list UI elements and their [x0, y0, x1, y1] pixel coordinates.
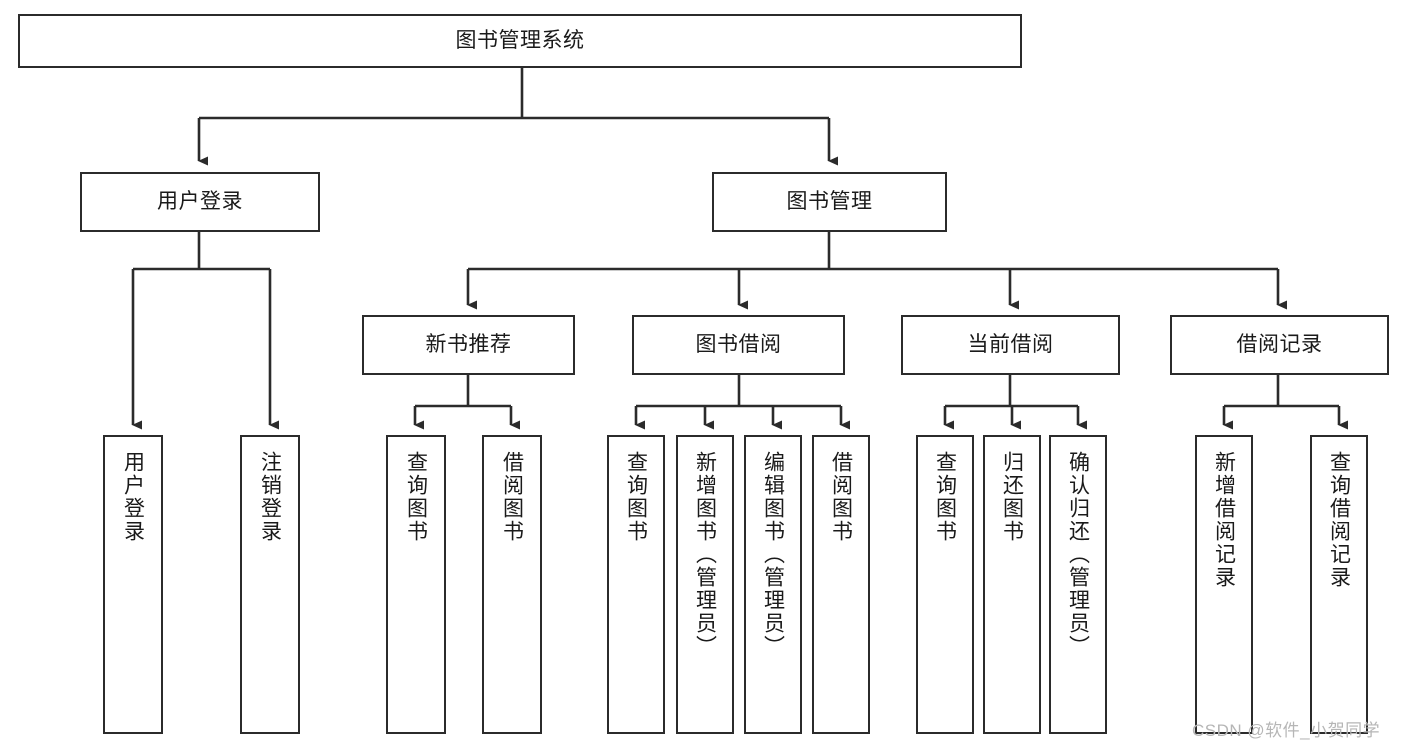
node-leaf-query-borrow-record-label: 查询借阅记录 [1327, 451, 1351, 589]
node-new-book-recommend-label: 新书推荐 [425, 332, 512, 356]
node-book-management[interactable]: 图书管理 [712, 172, 947, 232]
node-new-book-recommend[interactable]: 新书推荐 [362, 315, 575, 375]
node-leaf-query-book-newbook-label: 查询图书 [404, 451, 428, 543]
node-book-management-label: 图书管理 [786, 189, 873, 213]
node-book-borrow-label: 图书借阅 [695, 332, 782, 356]
node-root-label: 图书管理系统 [455, 28, 585, 52]
node-borrow-records[interactable]: 借阅记录 [1170, 315, 1389, 375]
node-leaf-query-borrow-record[interactable]: 查询借阅记录 [1310, 435, 1368, 734]
node-leaf-borrow-book-newbook[interactable]: 借阅图书 [482, 435, 542, 734]
node-leaf-add-book-admin[interactable]: 新增图书（管理员） [676, 435, 734, 734]
node-book-borrow[interactable]: 图书借阅 [632, 315, 845, 375]
node-leaf-logout[interactable]: 注销登录 [240, 435, 300, 734]
node-leaf-borrow-book-newbook-label: 借阅图书 [500, 451, 524, 543]
node-root-book-management-system[interactable]: 图书管理系统 [18, 14, 1022, 68]
node-leaf-add-book-admin-label: 新增图书（管理员） [693, 451, 717, 658]
node-leaf-return-book[interactable]: 归还图书 [983, 435, 1041, 734]
node-leaf-query-book-newbook[interactable]: 查询图书 [386, 435, 446, 734]
node-leaf-borrow-book[interactable]: 借阅图书 [812, 435, 870, 734]
node-leaf-edit-book-admin[interactable]: 编辑图书（管理员） [744, 435, 802, 734]
node-leaf-query-book-borrow[interactable]: 查询图书 [607, 435, 665, 734]
node-leaf-borrow-book-label: 借阅图书 [829, 451, 853, 543]
node-leaf-query-book-borrow-label: 查询图书 [624, 451, 648, 543]
node-leaf-confirm-return-admin-label: 确认归还（管理员） [1066, 451, 1090, 658]
node-user-login-label: 用户登录 [157, 189, 243, 213]
node-leaf-edit-book-admin-label: 编辑图书（管理员） [761, 451, 785, 658]
node-leaf-logout-label: 注销登录 [258, 451, 282, 543]
node-user-login[interactable]: 用户登录 [80, 172, 320, 232]
node-leaf-add-borrow-record[interactable]: 新增借阅记录 [1195, 435, 1253, 734]
node-leaf-query-book-current[interactable]: 查询图书 [916, 435, 974, 734]
node-current-borrow-label: 当前借阅 [967, 332, 1054, 356]
node-current-borrow[interactable]: 当前借阅 [901, 315, 1120, 375]
node-leaf-return-book-label: 归还图书 [1000, 451, 1024, 543]
node-borrow-records-label: 借阅记录 [1236, 332, 1323, 356]
node-leaf-query-book-current-label: 查询图书 [933, 451, 957, 543]
node-leaf-user-login[interactable]: 用户登录 [103, 435, 163, 734]
node-leaf-add-borrow-record-label: 新增借阅记录 [1212, 451, 1236, 589]
node-leaf-user-login-label: 用户登录 [121, 451, 145, 543]
node-leaf-confirm-return-admin[interactable]: 确认归还（管理员） [1049, 435, 1107, 734]
